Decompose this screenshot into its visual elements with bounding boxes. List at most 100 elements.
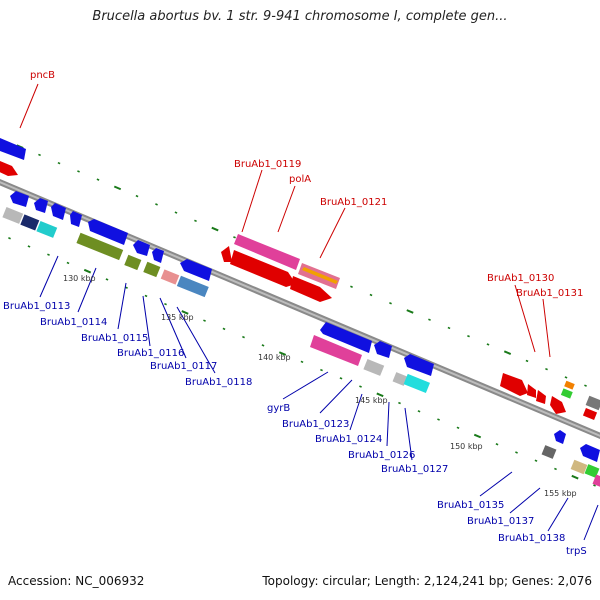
tick-mark [339,377,343,380]
gene-feature[interactable] [180,259,212,281]
tick-marks [8,144,596,487]
gene-feature[interactable] [570,459,588,475]
gene-label[interactable]: BruAb1_0121 [320,197,387,208]
gene-label[interactable]: BruAb1_0117 [150,361,217,372]
scale-label: 135 kbp [161,313,194,322]
gene-feature[interactable] [234,234,300,270]
reverse-genes [0,138,600,488]
gene-feature[interactable] [221,246,232,262]
gene-label[interactable]: pncB [30,70,55,81]
gene-feature[interactable] [582,408,598,420]
tick-mark [144,294,148,298]
gene-feature[interactable] [500,373,528,396]
tick-mark [233,236,236,239]
gene-feature[interactable] [310,335,362,366]
gene-feature[interactable] [20,214,40,231]
gene-feature[interactable] [70,211,82,227]
tick-mark [174,211,178,214]
tick-mark [203,319,206,322]
scale-label: 145 kbp [355,396,388,405]
gene-feature[interactable] [541,445,557,459]
gene-label[interactable]: BruAb1_0137 [467,516,534,527]
tick-mark [389,302,392,305]
gene-label[interactable]: BruAb1_0131 [516,288,583,299]
tick-mark [222,327,226,331]
gene-feature[interactable] [0,159,18,176]
gene-feature[interactable] [564,380,575,390]
gene-feature[interactable] [374,341,392,358]
scale-label: 150 kbp [450,442,483,451]
gene-label[interactable]: BruAb1_0113 [3,301,70,312]
gene-label[interactable]: BruAb1_0114 [40,317,107,328]
gene-label[interactable]: BruAb1_0123 [282,419,349,430]
tick-mark [428,318,431,321]
tick-mark [47,253,50,256]
gene-feature[interactable] [536,390,546,404]
gene-feature[interactable] [2,206,24,224]
tick-mark [545,367,548,371]
gene-label[interactable]: BruAb1_0118 [185,377,252,388]
gene-label[interactable]: BruAb1_0115 [81,333,148,344]
tick-mark [125,286,128,289]
tick-mark [376,392,384,398]
gene-label[interactable]: BruAb1_0124 [315,434,382,445]
gene-feature[interactable] [124,254,142,271]
gene-label[interactable]: BruAb1_0130 [487,273,554,284]
gene-feature[interactable] [152,248,164,263]
gene-feature[interactable] [527,384,536,398]
gene-feature[interactable] [176,275,209,298]
gene-feature[interactable] [585,395,600,411]
tick-mark [571,474,579,480]
tick-mark [105,278,109,281]
gene-feature[interactable] [320,322,372,353]
sequence-backbone [0,178,600,440]
gene-label[interactable]: BruAb1_0116 [117,348,184,359]
gene-feature[interactable] [10,191,29,207]
tick-mark [113,185,122,191]
gene-feature[interactable] [584,464,600,478]
gene-feature[interactable] [160,269,180,285]
gene-feature[interactable] [143,261,161,278]
tick-mark [584,384,587,387]
gene-label[interactable]: trpS [566,546,587,557]
gene-feature[interactable] [363,358,385,376]
tick-mark [96,178,100,181]
gene-label[interactable]: BruAb1_0138 [498,533,565,544]
gene-feature[interactable] [36,220,58,238]
gene-feature[interactable] [580,444,600,462]
tick-mark [300,360,304,364]
tick-mark [261,344,265,347]
gene-feature[interactable] [302,267,338,284]
gene-feature[interactable] [34,198,48,213]
gene-feature[interactable] [554,430,566,444]
gene-feature[interactable] [550,396,566,414]
gene-feature[interactable] [230,250,296,287]
gene-feature[interactable] [88,219,128,245]
label-leader-lines [19,83,599,541]
gene-label[interactable]: BruAb1_0135 [437,500,504,511]
scale-label: 140 kbp [258,353,291,362]
gene-feature[interactable] [560,388,573,399]
tick-mark [135,194,139,198]
tick-mark [534,459,538,462]
tick-mark [554,467,557,471]
gene-feature[interactable] [290,276,332,302]
tick-mark [525,359,529,363]
gene-label[interactable]: BruAb1_0127 [381,464,448,475]
gene-feature[interactable] [404,354,434,376]
gene-label[interactable]: BruAb1_0119 [234,159,301,170]
gene-feature[interactable] [76,232,124,261]
gene-label[interactable]: BruAb1_0126 [348,450,415,461]
gene-feature[interactable] [392,372,408,386]
gene-label[interactable]: gyrB [267,403,290,414]
gene-feature[interactable] [0,138,26,160]
gene-label[interactable]: polA [289,174,311,185]
gene-feature[interactable] [403,373,430,394]
tick-mark [278,351,287,356]
gene-feature[interactable] [51,203,66,220]
tick-mark [398,401,401,405]
tick-mark [456,426,460,429]
gene-feature[interactable] [133,240,150,256]
tick-mark [242,335,245,339]
gene-feature[interactable] [592,474,600,488]
